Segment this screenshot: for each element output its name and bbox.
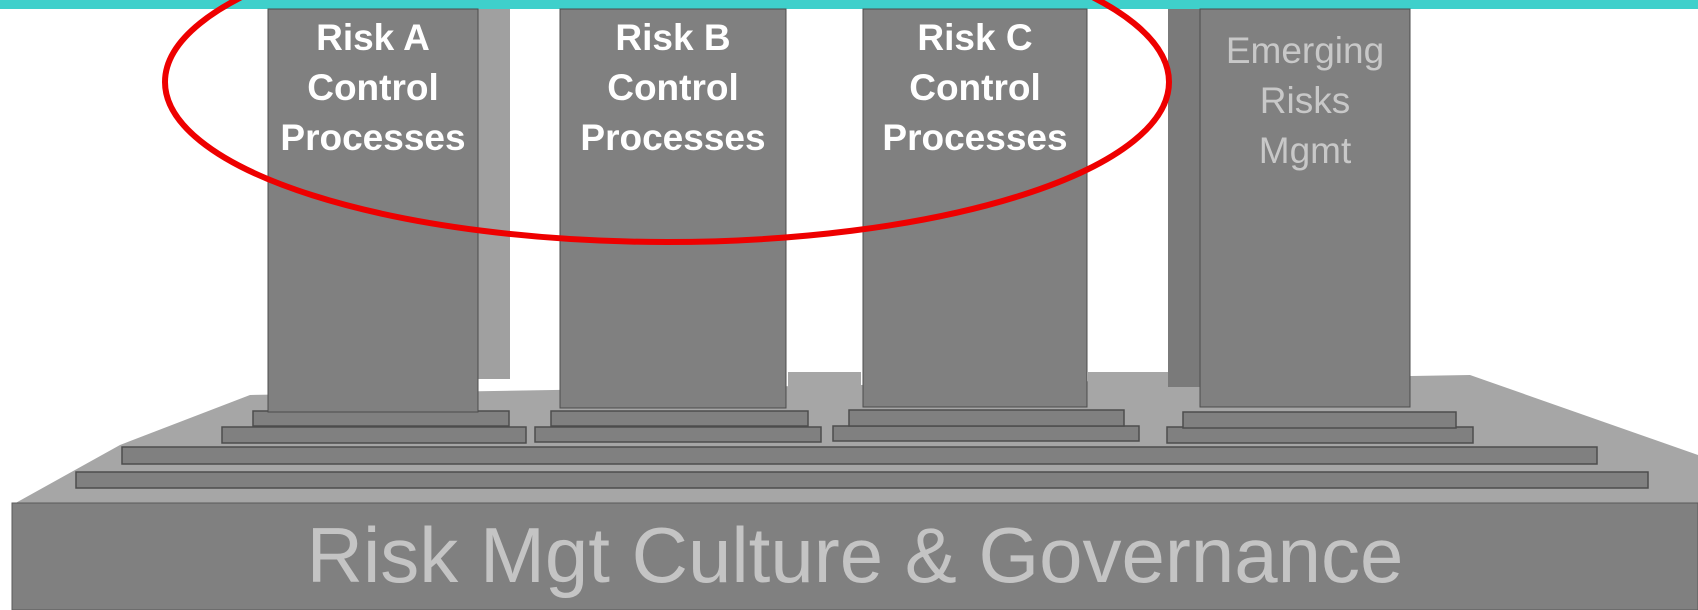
pillar-b-step-upper bbox=[550, 410, 809, 427]
step-long-upper bbox=[121, 446, 1598, 465]
emerging-line1: Emerging bbox=[1225, 30, 1385, 71]
base-title: Risk Mgt Culture & Governance bbox=[306, 511, 1404, 599]
pillar-c-line3: Processes bbox=[882, 117, 1068, 158]
pillar-b-line3: Processes bbox=[580, 117, 766, 158]
pillar-c-step-lower bbox=[832, 425, 1140, 442]
pillar-b-step-lower bbox=[534, 426, 822, 443]
pillar-emerging bbox=[1199, 8, 1411, 408]
pillar-b-line1: Risk B bbox=[615, 17, 731, 58]
pillar-b-label: Risk B Control Processes bbox=[560, 13, 786, 163]
pillar-b-shadow bbox=[788, 372, 861, 408]
pillar-c-step-upper bbox=[848, 409, 1125, 427]
pillar-a-line1: Risk A bbox=[316, 17, 430, 58]
pillar-emerging-side bbox=[1168, 9, 1200, 387]
emerging-line2: Risks bbox=[1259, 80, 1351, 121]
pillar-a-label: Risk A Control Processes bbox=[268, 13, 478, 163]
pillar-emerging-step-upper bbox=[1182, 411, 1457, 429]
pillar-c-line1: Risk C bbox=[917, 17, 1033, 58]
pillar-c-line2: Control bbox=[909, 67, 1041, 108]
pillar-a-step-upper bbox=[252, 410, 510, 427]
emerging-risks-label: Emerging Risks Mgmt bbox=[1200, 26, 1410, 176]
pillar-c-shadow bbox=[1088, 372, 1168, 408]
pillar-emerging-step-lower bbox=[1166, 426, 1474, 444]
pillar-a-line2: Control bbox=[307, 67, 439, 108]
step-long-lower bbox=[75, 471, 1649, 489]
emerging-line3: Mgmt bbox=[1258, 130, 1352, 171]
pillar-a-line3: Processes bbox=[280, 117, 466, 158]
pillar-c-label: Risk C Control Processes bbox=[863, 13, 1087, 163]
top-accent-bar bbox=[0, 0, 1698, 9]
pillar-b-line2: Control bbox=[607, 67, 739, 108]
base-block bbox=[11, 502, 1698, 610]
pillar-a-shadow bbox=[478, 9, 510, 379]
pillar-a-step-lower bbox=[221, 426, 527, 444]
